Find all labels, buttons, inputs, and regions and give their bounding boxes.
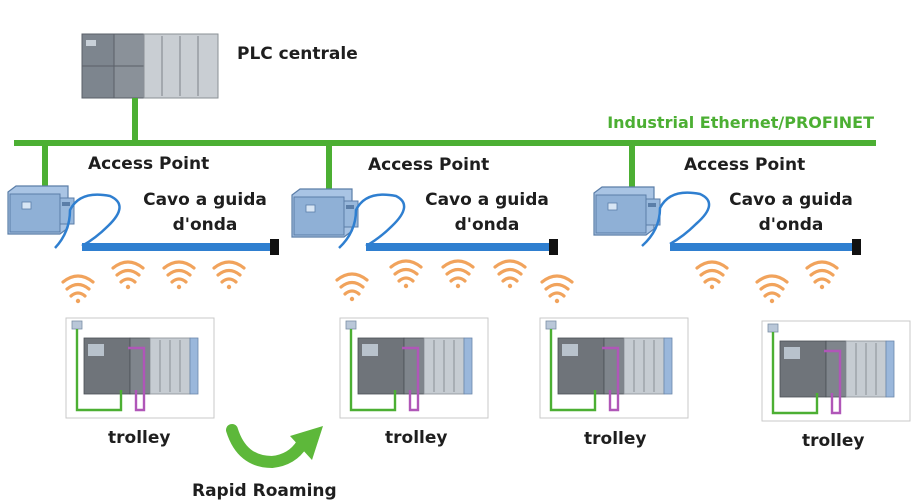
radio-wave-icon [111,260,145,291]
access-point-label: Access Point [684,155,806,175]
access-point-label: Access Point [88,154,210,174]
radio-wave-icon [441,259,475,290]
access-point-label: Access Point [368,155,490,175]
radio-wave-icon [540,274,574,305]
waveguide-cable-icon [54,193,279,255]
access-point-icon [593,186,661,236]
ethernet-bus [14,98,876,190]
radio-wave-icon [61,274,95,305]
curved-arrow-icon [226,424,323,469]
trolley-label: trolley [385,428,448,448]
trolley-plc-icon [538,316,690,420]
trolley-label: trolley [584,429,647,449]
access-point-icon [7,185,75,235]
trolley-plc-icon [760,319,912,423]
radio-wave-icon [493,259,527,290]
waveguide-cable-icon [641,191,861,255]
trolley-label: trolley [108,428,171,448]
plc-label: PLC centrale [237,44,358,64]
waveguide-cable-icon [338,193,558,255]
radio-wave-icon [755,274,789,305]
radio-wave-icon [805,260,839,291]
trolley-label: trolley [802,431,865,451]
rapid-roaming-label: Rapid Roaming [192,481,337,501]
radio-wave-icon [389,259,423,290]
radio-wave-icon [335,272,369,303]
trolley-plc-icon [338,316,490,420]
network-label: Industrial Ethernet/PROFINET [607,113,874,132]
radio-wave-icon [695,260,729,291]
plc-rack-icon [81,33,219,99]
radio-wave-icon [162,260,196,291]
access-point-icon [291,188,359,238]
radio-wave-icon [212,260,246,291]
trolley-plc-icon [64,316,216,420]
